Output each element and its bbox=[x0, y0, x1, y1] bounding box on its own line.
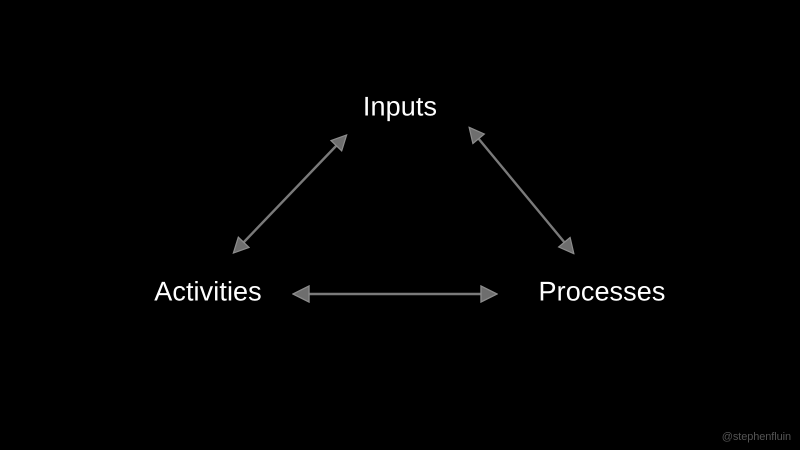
node-label-inputs: Inputs bbox=[362, 91, 438, 122]
author-watermark: @stephenfluin bbox=[721, 431, 791, 443]
node-label-processes: Processes bbox=[538, 276, 666, 307]
connector-activities-inputs bbox=[243, 145, 337, 243]
node-label-activities: Activities bbox=[154, 276, 262, 307]
connector-inputs-processes bbox=[478, 138, 565, 243]
